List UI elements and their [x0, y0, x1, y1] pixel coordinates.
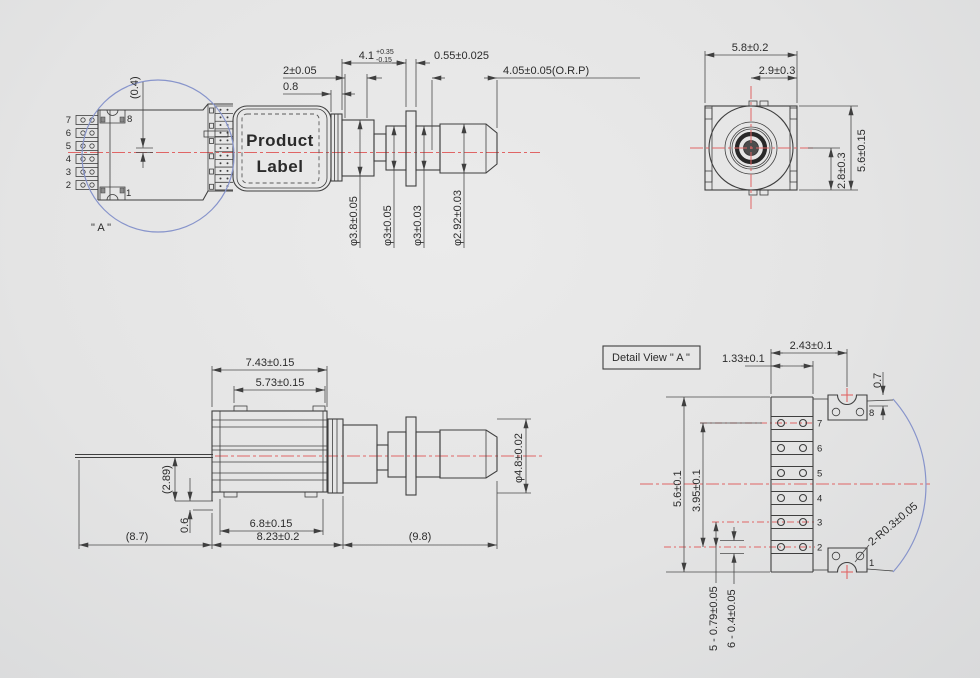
- product-label-line1: Product: [246, 131, 314, 150]
- dim-pitch-0.79: 5 - 0.79±0.05: [708, 586, 720, 651]
- side-pin-number: 3: [66, 167, 71, 178]
- side-view: 8 1 7 6 5 4 3 2 Product Label " A " (0.4): [66, 49, 640, 248]
- detail-view-title: Detail View " A ": [612, 352, 690, 364]
- dim-1.33: 1.33±0.1: [722, 353, 765, 365]
- dim-2.89: (2.89): [161, 465, 173, 494]
- detail-pin-number: 2: [817, 543, 822, 554]
- dim-dia-3-05: φ3±0.05: [382, 205, 394, 246]
- side-pin-number: 2: [66, 180, 71, 191]
- dim-7.43: 7.43±0.15: [246, 357, 295, 369]
- product-label-line2: Label: [257, 157, 304, 176]
- detail-pin-number: 3: [817, 518, 822, 529]
- dim-2.8: 2.8±0.3: [836, 152, 848, 189]
- side-pin-number: 4: [66, 154, 71, 165]
- dim-dia-3-03: φ3±0.03: [412, 205, 424, 246]
- dim-8.23: 8.23±0.2: [257, 531, 300, 543]
- side-pin-top-label: 8: [127, 114, 132, 125]
- detail-pin-number: 6: [817, 444, 822, 455]
- bottom-view: 7.43±0.15 5.73±0.15 (2.89) 0.6 6.8±0.15 …: [75, 357, 542, 549]
- dim-dia-3.8: φ3.8±0.05: [348, 196, 360, 246]
- dim-2: 2±0.05: [283, 65, 317, 77]
- dim-0.4: (0.4): [129, 76, 141, 99]
- detail-pin-bottom-label: 1: [869, 558, 874, 569]
- detail-pin-number: 7: [817, 419, 822, 430]
- detail-pin-number: 5: [817, 469, 822, 480]
- dim-2.43: 2.43±0.1: [790, 340, 833, 352]
- side-pin-number: 7: [66, 115, 71, 126]
- dim-dia-4.8: φ4.8±0.02: [513, 433, 525, 483]
- side-pin-bottom-label: 1: [126, 188, 131, 199]
- dim-4.1-minus: -0.15: [376, 57, 392, 64]
- side-pin-number: 6: [66, 128, 71, 139]
- dim-4.1-plus: +0.35: [376, 49, 394, 56]
- detail-pin-rows: 7 6 5 4 3 2: [771, 415, 822, 555]
- dim-5.6-detail: 5.6±0.1: [672, 470, 684, 507]
- detail-pin-top-label: 8: [869, 408, 874, 419]
- dim-0.6: 0.6: [179, 518, 191, 533]
- dim-0.8: 0.8: [283, 81, 298, 93]
- dim-radius-r0.3: 2-R0.3±0.05: [866, 500, 920, 548]
- detail-pin-number: 4: [817, 494, 822, 505]
- dim-3.95: 3.95±0.1: [691, 469, 703, 512]
- dim-0.55: 0.55±0.025: [434, 50, 489, 62]
- side-pin-rows: 7 6 5 4 3 2: [66, 115, 99, 191]
- dim-2.9: 2.9±0.3: [759, 65, 796, 77]
- dim-dia-2.92: φ2.92±0.03: [452, 190, 464, 246]
- dim-6.8: 6.8±0.15: [250, 518, 293, 530]
- dim-4.05-orp: 4.05±0.05(O.R.P): [503, 65, 589, 77]
- dim-9.8: (9.8): [409, 531, 432, 543]
- detail-view-a: Detail View " A " 7 6 5 4 3 2 8 1: [602, 340, 930, 651]
- detail-a-label: " A ": [91, 222, 111, 234]
- dim-5.73: 5.73±0.15: [256, 377, 305, 389]
- dim-5.8: 5.8±0.2: [732, 42, 769, 54]
- front-view: 5.8±0.2 2.9±0.3 5.6±0.15 2.8±0.3: [690, 42, 868, 212]
- side-pin-number: 5: [66, 141, 71, 152]
- dim-0.7: 0.7: [872, 373, 884, 388]
- dim-thickness-0.4: 6 - 0.4±0.05: [726, 589, 738, 648]
- lead-pattern: [207, 104, 233, 191]
- dim-4.1: 4.1: [359, 50, 374, 62]
- dim-5.6-front: 5.6±0.15: [856, 129, 868, 172]
- dim-8.7: (8.7): [126, 531, 149, 543]
